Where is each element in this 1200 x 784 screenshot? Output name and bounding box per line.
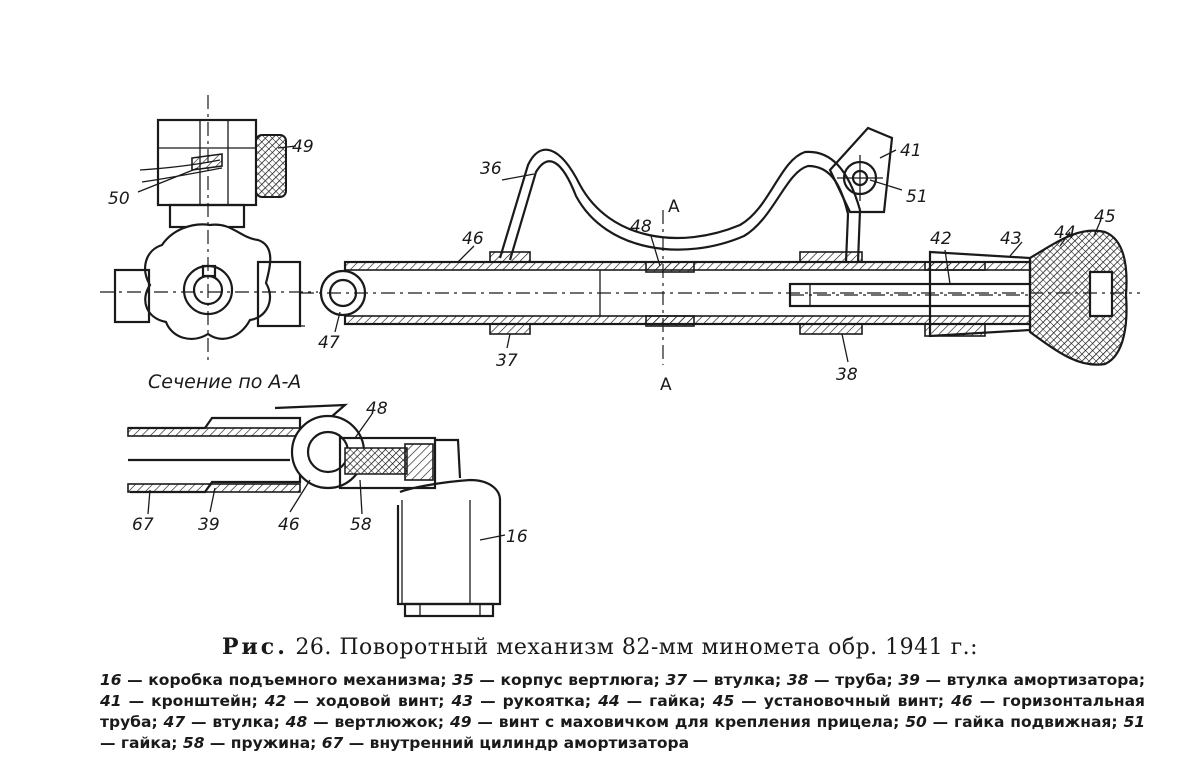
callout-50: 50	[108, 189, 130, 209]
legend-text: втулка;	[212, 713, 280, 731]
legend-text: установочный винт;	[763, 692, 945, 710]
legend-text: труба;	[835, 671, 893, 689]
callout-46-bottom: 46	[278, 515, 300, 535]
legend-text: втулка амортизатора;	[946, 671, 1146, 689]
callout-67: 67	[132, 515, 154, 535]
legend-entry: 48 — вертлюжок;	[285, 713, 445, 731]
lower-section-view	[127, 403, 502, 618]
legend-number: 51	[1123, 713, 1146, 731]
callout-48-top: 48	[630, 217, 652, 237]
callouts: 49 50 36 46 48 А 41 51 42 43 44 45 47 37…	[108, 137, 1116, 547]
legend-entry: 46 — горизонтальная труба;	[100, 692, 1145, 731]
leader-lines	[137, 145, 1101, 541]
legend-text: внутренний цилиндр амортизатора	[369, 734, 690, 752]
callout-36: 36	[480, 159, 502, 179]
legend-entry: 39 — втулка амортизатора;	[898, 671, 1146, 689]
legend-entry: 35 — корпус вертлюга;	[452, 671, 660, 689]
legend-text: кронштейн;	[151, 692, 258, 710]
legend-entry: 43 — рукоятка;	[451, 692, 592, 710]
callout-41: 41	[900, 141, 922, 161]
legend-number: 45	[712, 692, 735, 710]
legend-text: ходовой винт;	[315, 692, 445, 710]
callout-46-top: 46	[462, 229, 484, 249]
section-mark-top: А	[668, 197, 680, 217]
legend-entry: 16 — коробка подъемного механизма;	[100, 671, 447, 689]
legend-number: 42	[264, 692, 287, 710]
legend-text: корпус вертлюга;	[500, 671, 660, 689]
caption-prefix: Рис.	[221, 634, 288, 660]
legend-text: коробка подъемного механизма;	[148, 671, 447, 689]
legend-number: 48	[285, 713, 308, 731]
legend-entry: 50 — гайка подвижная;	[905, 713, 1118, 731]
legend-number: 39	[898, 671, 920, 689]
legend-text: втулка;	[713, 671, 782, 689]
legend-number: 47	[163, 713, 186, 731]
mechanism-drawing: 49 50 36 46 48 А 41 51 42 43 44 45 47 37…	[100, 95, 1140, 618]
callout-58: 58	[350, 515, 372, 535]
main-tube-view	[300, 126, 1140, 366]
legend-number: 16	[100, 671, 122, 689]
callout-45: 45	[1094, 207, 1116, 227]
legend-text: рукоятка;	[502, 692, 592, 710]
legend-text: гайка подвижная;	[954, 713, 1118, 731]
legend-entry: 44 — гайка;	[598, 692, 706, 710]
callout-44: 44	[1054, 223, 1076, 243]
callout-51: 51	[906, 187, 928, 207]
legend-entry: 58 — пружина;	[182, 734, 317, 752]
legend-text: гайка;	[120, 734, 178, 752]
callout-16: 16	[506, 527, 528, 547]
callout-38: 38	[836, 365, 858, 385]
legend-entry: 67 — внутренний цилиндр амортизатора	[321, 734, 690, 752]
callout-37: 37	[496, 351, 518, 371]
legend-number: 37	[665, 671, 688, 689]
legend-number: 41	[100, 692, 122, 710]
legend-number: 49	[449, 713, 472, 731]
legend-number: 44	[598, 692, 620, 710]
section-mark-bottom: А	[660, 375, 672, 395]
legend-number: 67	[321, 734, 344, 752]
callout-43: 43	[1000, 229, 1022, 249]
legend-number: 58	[182, 734, 205, 752]
legend-entry: 38 — труба;	[786, 671, 893, 689]
legend-entry: 37 — втулка;	[665, 671, 782, 689]
caption-title-text: Поворотный механизм 82-мм миномета обр. …	[339, 635, 979, 660]
legend-text: горизонтальная труба;	[100, 692, 1145, 731]
legend-entry: 42 — ходовой винт;	[264, 692, 445, 710]
legend-entry: 51 — гайка;	[100, 713, 1146, 752]
callout-47: 47	[318, 333, 340, 353]
legend-text: вертлюжок;	[334, 713, 445, 731]
legend-number: 38	[786, 671, 809, 689]
legend-number: 46	[951, 692, 973, 710]
legend-entry: 49 — винт с маховичком для крепления при…	[449, 713, 900, 731]
section-label: Сечение по А-А	[148, 371, 301, 393]
legend-number: 50	[905, 713, 927, 731]
callout-42: 42	[930, 229, 952, 249]
figure-caption: Рис. 26. Поворотный механизм 82-мм мином…	[0, 634, 1200, 660]
legend-text: винт с маховичком для крепления прицела;	[498, 713, 900, 731]
callout-39: 39	[198, 515, 220, 535]
section-view	[100, 95, 318, 360]
callout-48-bottom: 48	[366, 399, 388, 419]
legend-entry: 45 — установочный винт;	[712, 692, 945, 710]
legend-text: гайка;	[649, 692, 706, 710]
caption-number: 26.	[295, 635, 332, 660]
legend-number: 43	[451, 692, 474, 710]
legend-entry: 47 — втулка;	[163, 713, 280, 731]
callout-49: 49	[292, 137, 314, 157]
legend-text: пружина;	[230, 734, 317, 752]
legend-number: 35	[452, 671, 474, 689]
legend-entry: 41 — кронштейн;	[100, 692, 258, 710]
parts-legend: 16 — коробка подъемного механизма; 35 — …	[100, 670, 1145, 754]
